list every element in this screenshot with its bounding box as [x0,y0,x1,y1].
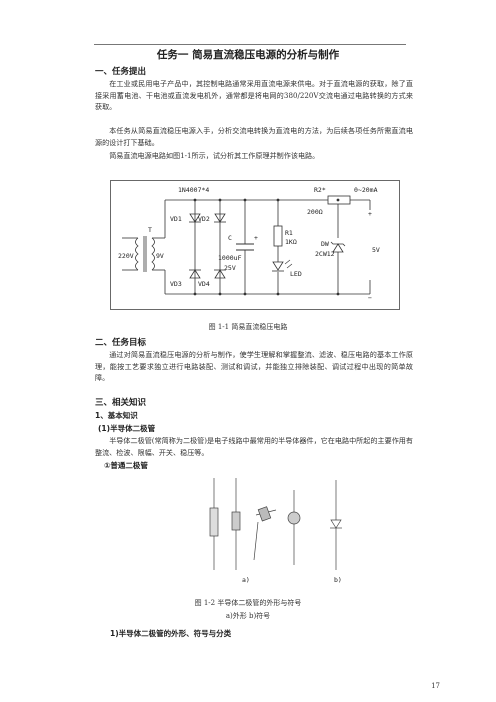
section-heading-3: 三、相关知识 [95,398,147,408]
label-vout: 5V [372,246,380,254]
page-number: 17 [431,682,440,690]
figure-1-caption: 图 1-1 简易直流稳压电路 [208,323,288,331]
figure-2-subcaption: a)外形 b)符号 [225,612,271,620]
paragraph-3: 简易直流电源电路如图1-1所示，试分析其工作原理并制作该电路。 [109,151,320,160]
label-b: b) [334,576,342,584]
label-plus: + [368,210,372,218]
label-c-value: 1000uF [218,254,242,262]
diode-figure: a) b) [209,478,342,584]
figure-2-caption: 图 1-2 半导体二极管的外形与符号 [194,599,302,607]
label-r1: R1 [285,229,293,237]
label-r1-value: 1KΩ [285,238,297,246]
section-heading-1: 一、任务提出 [95,67,147,77]
label-vd4: VD4 [198,280,210,288]
label-vsec: 9V [156,252,164,260]
label-dw-value: 2CW12 [315,250,335,258]
subheading-shape: 1)半导体二极管的外形、符号与分类 [110,629,232,638]
paragraph-5: 半导体二极管(常简称为二极管)是电子线路中最常用的半导体器件，它在电路中所起的主… [95,436,413,457]
label-t: T [148,226,152,234]
label-vin: 220V [118,252,134,260]
label-c-volt: 25V [224,264,236,272]
section-heading-2: 二、任务目标 [95,338,147,348]
label-dw: DW [321,240,329,248]
paragraph-4: 通过对简易直流稳压电源的分析与制作，使学生理解和掌握整流、滤波、稳压电路的基本工… [95,350,413,383]
label-bridge: 1N4007*4 [178,186,209,194]
label-r2: R2* [314,186,326,194]
label-r2-value: 200Ω [307,208,323,216]
page-title: 任务一 简易直流稳压电源的分析与制作 [156,49,340,61]
label-vd1: VD1 [170,215,182,223]
subheading-basic: 1、基本知识 [95,411,138,420]
label-a: a) [242,576,250,584]
label-vd3: VD3 [170,280,182,288]
label-minus: − [368,294,372,302]
circuit-diagram: 1N4007*4 R2* 200Ω 0~20mA + − T 220V 9V V… [110,180,400,310]
subheading-ordinary-diode: ①普通二极管 [104,461,148,470]
header-rule [94,44,406,45]
label-vd2: VD2 [198,215,210,223]
label-c: C [228,234,232,242]
subheading-diode: (1)半导体二极管 [98,424,156,433]
label-range: 0~20mA [354,186,378,194]
label-led: LED [290,270,302,278]
paragraph-2: 本任务从简易直流稳压电源入手，分析交流电转换为直流电的方法，为后续各项任务所需直… [95,126,413,147]
label-c-plus: + [254,234,258,242]
paragraph-1: 在工业或民用电子产品中，其控制电路通常采用直流电源来供电。对于直流电源的获取，除… [95,79,413,112]
